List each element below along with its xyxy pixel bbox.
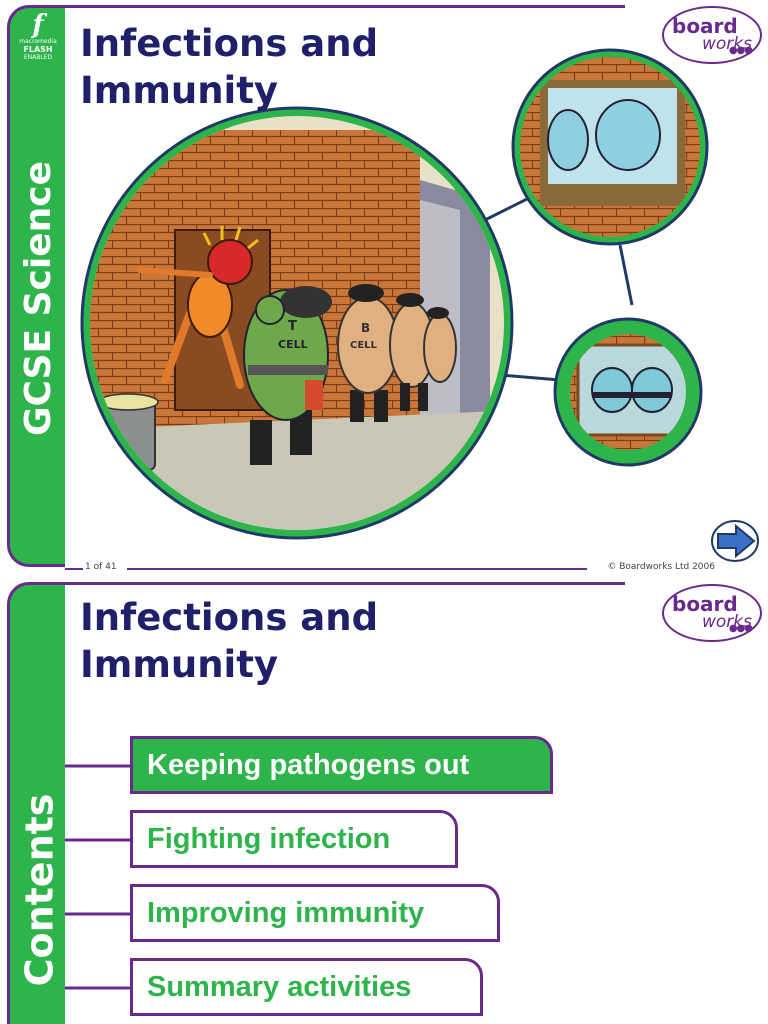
footer: 1 of 41 © Boardworks Ltd 2006 <box>65 562 715 575</box>
arrow-right-icon <box>711 520 759 562</box>
logo-board-text: board <box>672 14 738 38</box>
footer-rule-middle <box>127 568 587 570</box>
flash-badge-line2: FLASH <box>23 45 53 54</box>
flash-enabled-badge: f macromedia FLASH ENABLED <box>15 12 61 68</box>
pathogen-character <box>137 226 259 389</box>
contents-sidebar-label: Contents <box>17 793 62 987</box>
b-cell-characters: B CELL <box>337 284 457 422</box>
sidebar-subject-label: GCSE Science <box>18 160 60 436</box>
flash-badge-line3: ENABLED <box>23 54 53 61</box>
menu-item-summary-activities[interactable]: Summary activities <box>130 958 483 1016</box>
logo-dots-icon: ●●● <box>728 623 753 634</box>
t-cell-label-2: CELL <box>278 338 308 351</box>
flash-badge-line1: macromedia <box>19 38 57 45</box>
page-title: Infections and Immunity <box>80 594 378 688</box>
sidebar: f macromedia FLASH ENABLED GCSE Science <box>7 5 65 567</box>
t-cell-label-1: T <box>288 319 297 334</box>
top-divider <box>65 582 625 585</box>
scene-illustration: T CELL B CELL <box>80 48 709 540</box>
alley-scene: T CELL B CELL <box>80 106 514 540</box>
copyright-text: © Boardworks Ltd 2006 <box>607 562 715 572</box>
antibody-scene <box>553 317 703 467</box>
sidebar-subject: GCSE Science <box>10 128 68 468</box>
menu-item-keeping-pathogens-out[interactable]: Keeping pathogens out <box>130 736 553 794</box>
title-line-1: Infections and <box>80 22 379 65</box>
logo-works-text: works <box>702 612 752 632</box>
contents-slide: Contents Infections and Immunity board w… <box>0 578 768 1024</box>
next-slide-button[interactable] <box>710 518 760 564</box>
contents-menu: Keeping pathogens out Fighting infection… <box>65 728 585 1024</box>
flash-icon: f <box>32 10 44 40</box>
boardworks-logo: board works ●●● <box>662 6 762 64</box>
b-cell-label-2: CELL <box>350 340 378 351</box>
page-title: Infections and Immunity <box>80 20 378 114</box>
contents-sidebar: Contents <box>7 582 65 1024</box>
menu-item-improving-immunity[interactable]: Improving immunity <box>130 884 500 942</box>
contents-sidebar-label-wrap: Contents <box>10 745 68 1024</box>
footer-rule-left <box>65 568 83 570</box>
logo-works-text: works <box>702 34 752 54</box>
title-line-1: Infections and <box>80 596 379 639</box>
title-line-2: Immunity <box>80 643 279 686</box>
logo-board-text: board <box>672 592 738 616</box>
boardworks-logo: board works ●●● <box>662 584 762 642</box>
page-counter: 1 of 41 <box>85 562 117 572</box>
interrogation-scene <box>511 48 709 246</box>
menu-connectors <box>65 764 130 990</box>
title-line-2: Immunity <box>80 69 279 112</box>
title-slide: T CELL B CELL <box>7 5 762 575</box>
b-cell-label-1: B <box>361 321 370 335</box>
t-cell-character: T CELL <box>243 286 332 465</box>
menu-item-fighting-infection[interactable]: Fighting infection <box>130 810 458 868</box>
top-divider <box>65 5 625 8</box>
logo-dots-icon: ●●● <box>728 45 753 56</box>
